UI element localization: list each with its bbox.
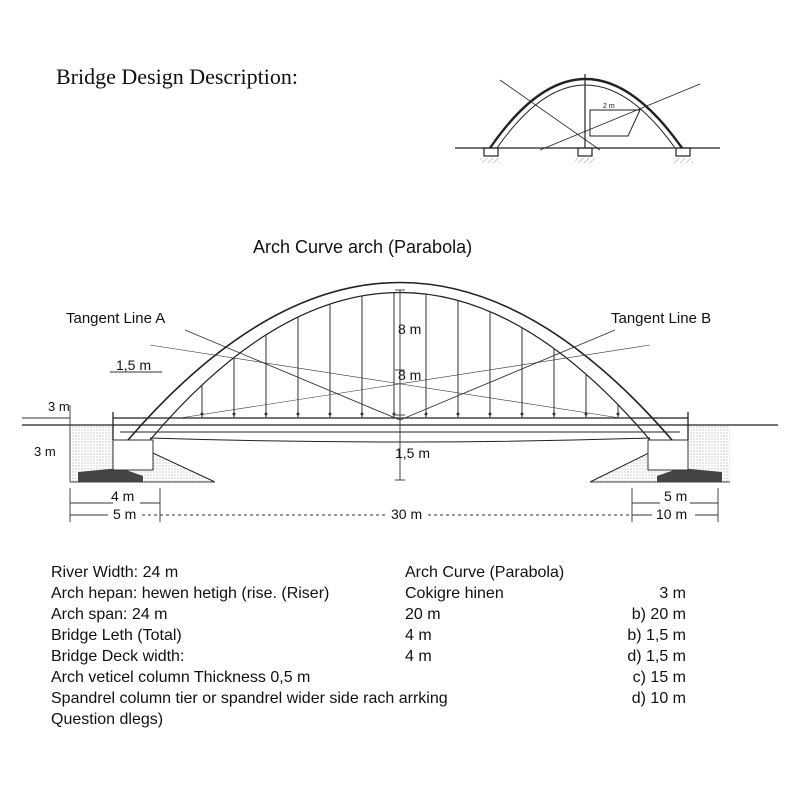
tangent-lines <box>149 329 651 421</box>
dim-span-30: 30 m <box>391 506 422 522</box>
spec-row: Question dlegs) <box>51 711 164 728</box>
mini-support-right <box>675 147 691 157</box>
mini-tangent-right <box>539 83 701 151</box>
mini-support-left <box>483 147 499 157</box>
spec-row: 20 m <box>405 606 441 623</box>
mini-dim-label: 2 m <box>603 103 615 110</box>
dim-bottom-4: 4 m <box>111 488 134 504</box>
mini-detail-box <box>589 109 641 137</box>
hanger-joint <box>488 412 492 416</box>
spec-row: 4 m <box>405 627 432 644</box>
hanger-joint <box>360 412 364 416</box>
spec-row: 3 m <box>659 585 686 602</box>
spec-row: c) 15 m <box>632 669 686 686</box>
spec-row: Spandrel column tier or spandrel wider s… <box>51 690 448 707</box>
hanger-joint <box>520 412 524 416</box>
tangent-line-b <box>399 329 616 421</box>
spec-row: River Width: 24 m <box>51 564 179 581</box>
mini-arch-inner <box>496 84 676 149</box>
spec-list-left: River Width: 24 m Arch hepan: hewen heti… <box>51 562 448 730</box>
foundation-left <box>78 468 143 482</box>
hanger-joint <box>456 412 460 416</box>
mini-arch-sketch <box>455 74 720 163</box>
spec-row: Cokigre hinen <box>405 585 504 602</box>
spec-row: Arch hepan: hewen hetigh (rise. (Riser) <box>51 585 330 602</box>
dim-arch-thickness: 1,5 m <box>116 357 151 373</box>
hanger-joint <box>616 412 620 416</box>
abutment-left <box>112 439 154 471</box>
dim-bottom-5-left: 5 m <box>113 506 136 522</box>
bottom-dimensions <box>69 488 719 522</box>
page-title: Bridge Design Description: <box>56 64 298 89</box>
spec-list-middle: Arch Curve (Parabola) Cokigre hinen 20 m… <box>405 562 564 667</box>
spec-row: Bridge Deck width: <box>51 648 185 665</box>
spec-row <box>600 562 686 583</box>
dim-bottom-10: 10 m <box>656 506 687 522</box>
hanger-joint <box>392 412 396 416</box>
dim-left-mid: 3 m <box>34 444 56 459</box>
hanger-joint <box>584 412 588 416</box>
spec-row: Arch Curve (Parabola) <box>405 564 565 581</box>
left-dimensions <box>22 371 162 482</box>
hanger-joint <box>328 412 332 416</box>
mini-support-mid <box>577 147 593 157</box>
tangent-a-label: Tangent Line A <box>66 310 165 327</box>
hanger-joint <box>264 412 268 416</box>
abutment-right <box>647 439 689 471</box>
dim-bottom-5-right: 5 m <box>664 488 687 504</box>
hanger-joint <box>200 412 204 416</box>
diagram-title: Arch Curve arch (Parabola) <box>253 237 472 257</box>
mini-arch <box>489 78 683 149</box>
hanger-joint <box>232 412 236 416</box>
spec-row: b) 20 m <box>631 606 686 623</box>
dim-rise-2: 8 m <box>398 367 421 383</box>
spec-row: 4 m <box>405 648 432 665</box>
hanger-joint <box>552 412 556 416</box>
foundation-right <box>657 468 722 482</box>
mini-tangent-left <box>499 79 601 151</box>
spec-row: Arch span: 24 m <box>51 606 168 623</box>
spec-row: b) 1,5 m <box>627 627 686 644</box>
tangent-line-a <box>184 329 401 421</box>
arch-hangers <box>200 292 620 418</box>
bridge-deck <box>112 412 689 443</box>
spec-list-right: 3 m b) 20 m b) 1,5 m d) 1,5 m c) 15 m d)… <box>600 562 686 709</box>
center-dimension <box>395 289 405 481</box>
tangent-b-label: Tangent Line B <box>611 310 711 327</box>
spec-row: Bridge Leth (Total) <box>51 627 182 644</box>
arch-outer <box>127 281 673 441</box>
spec-row: d) 1,5 m <box>627 648 686 665</box>
dim-left-top: 3 m <box>48 399 70 414</box>
hanger-joint <box>296 412 300 416</box>
spec-row: d) 10 m <box>631 690 686 707</box>
dim-under-deck: 1,5 m <box>395 445 430 461</box>
dim-rise-1: 8 m <box>398 321 421 337</box>
hanger-joint <box>424 412 428 416</box>
spec-row: Arch veticel column Thickness 0,5 m <box>51 669 311 686</box>
embankments <box>22 424 778 483</box>
